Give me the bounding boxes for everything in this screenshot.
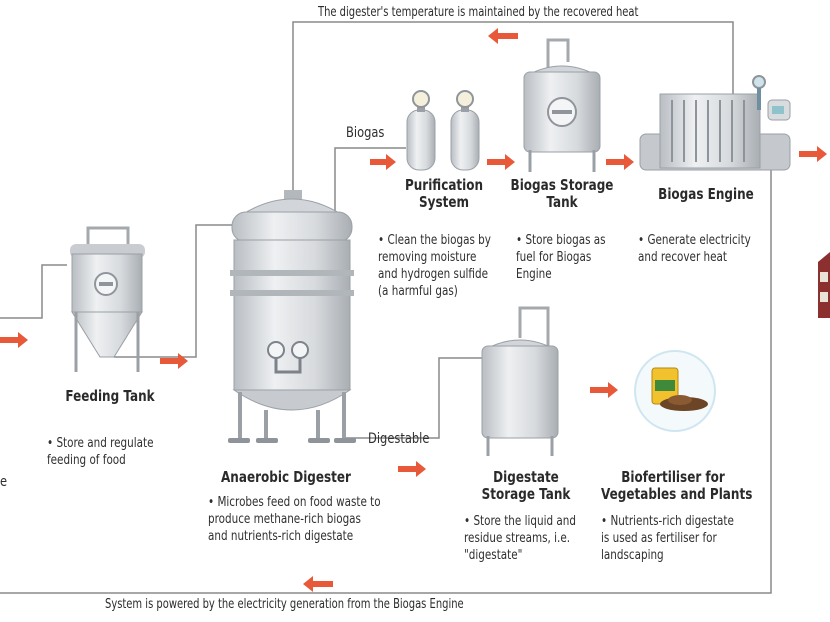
anaerobic-digester-icon: [228, 190, 356, 443]
feeding-tank-title: Feeding Tank: [65, 387, 155, 405]
arrow-engine-out: [799, 146, 827, 162]
digestate-tank-icon: [481, 306, 559, 456]
biogas-engine-icon: [639, 75, 791, 171]
digestate-out-line: [342, 357, 483, 439]
edge-text: e: [0, 474, 8, 490]
biofertiliser-desc: • Nutrients-rich digestate is used as fe…: [601, 514, 734, 564]
digestable-label: Digestable: [368, 431, 430, 447]
biogas-storage-tank-title: Biogas Storage Tank: [510, 176, 614, 212]
biogas-label: Biogas: [346, 125, 385, 141]
biofertiliser-title: Biofertiliser for Vegetables and Plants: [601, 468, 753, 504]
flow-arrows: [0, 28, 827, 592]
biogas-storage-tank-icon: [523, 38, 601, 172]
digestate-storage-tank-title: Digestate Storage Tank: [481, 468, 571, 504]
digestate-storage-tank-desc: • Store the liquid and residue streams, …: [464, 514, 576, 564]
heat-recovery-line: [292, 21, 734, 198]
purification-system-desc: • Clean the biogas by removing moisture …: [378, 233, 491, 300]
arrow-recovered-heat: [488, 28, 518, 44]
arrow-power-return: [303, 576, 333, 592]
biogas-engine-title: Biogas Engine: [658, 185, 754, 203]
feed-line-in: [0, 264, 67, 319]
building-icon: [818, 252, 830, 318]
arrow-to-purification: [370, 154, 396, 170]
purification-cylinder-icon: [406, 90, 480, 171]
feeding-tank-icon: [70, 226, 145, 372]
biogas-out-line: [334, 147, 406, 212]
anaerobic-digester-desc: • Microbes feed on food waste to produce…: [208, 495, 381, 545]
purification-system-title: Purification System: [404, 176, 484, 212]
feeding-tank-desc: • Store and regulate feeding of food: [47, 436, 154, 469]
anaerobic-digester-title: Anaerobic Digester: [221, 468, 351, 486]
arrow-feed-to-digester: [160, 353, 188, 369]
bottom-caption: System is powered by the electricity gen…: [105, 596, 464, 612]
biogas-storage-tank-desc: • Store biogas as fuel for Biogas Engine: [516, 233, 606, 283]
arrow-to-fertiliser: [590, 382, 618, 398]
arrow-to-engine: [606, 154, 634, 170]
arrow-digestate-out: [398, 461, 426, 477]
arrow-to-storage: [487, 154, 515, 170]
biogas-engine-desc: • Generate electricity and recover heat: [638, 233, 751, 266]
top-caption: The digester's temperature is maintained…: [318, 4, 639, 20]
feed-to-digester-line: [114, 224, 232, 358]
arrow-into-feeding: [0, 332, 28, 348]
fertiliser-bag-icon: [634, 350, 716, 432]
